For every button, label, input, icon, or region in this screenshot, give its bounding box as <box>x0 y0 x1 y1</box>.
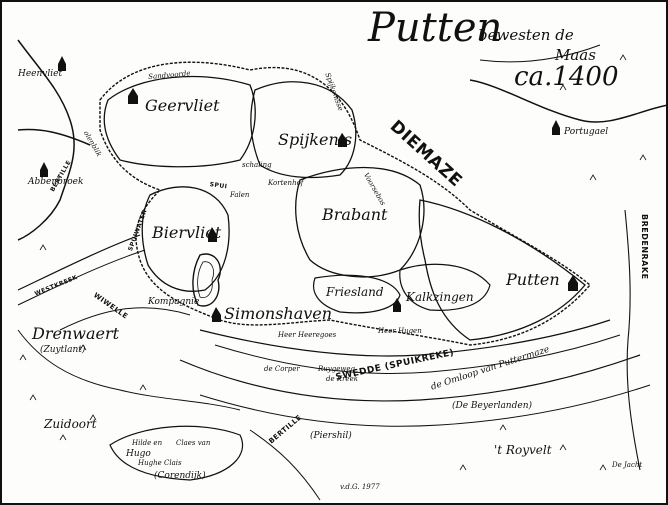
label-signature: v.d.G. 1977 <box>340 483 380 491</box>
label-abbenbroek: Abbenbroek <box>28 177 84 187</box>
church-abbenbroek-icon <box>40 162 48 177</box>
polder-biervliet <box>141 186 230 292</box>
church-spijkenis-icon <box>338 133 347 147</box>
wiwelle-line <box>59 307 191 331</box>
mainland-shore-left <box>17 39 75 241</box>
label-hugo: Hugo <box>126 449 151 459</box>
westkreek-line <box>17 234 141 291</box>
polder-putten-east <box>418 199 586 341</box>
island-hugo <box>109 425 244 481</box>
label-hughe: Hughe Clais <box>138 459 182 467</box>
church-heenvliet-icon <box>58 56 66 71</box>
label-bredenrake: BREDENRAKE <box>640 214 649 280</box>
label-piershil: (Piershil) <box>310 431 352 441</box>
south-shore <box>179 354 641 402</box>
label-zuytlant: (Zuytlant) <box>40 345 86 355</box>
label-simonshaven: Simonshaven <box>224 304 333 323</box>
label-schaling: schaling <box>242 161 272 169</box>
label-jacht: De Jacht <box>612 461 643 469</box>
map-title: Putten <box>368 5 503 51</box>
label-heer-heeregoes: Heer Heeregoes <box>278 331 337 339</box>
label-falen: Falen <box>230 191 250 199</box>
church-simonshaven-icon <box>212 307 221 322</box>
label-portugael: Portugael <box>564 127 609 137</box>
church-biervliet-icon <box>208 227 217 242</box>
map-subtitle-2: Maas <box>555 46 596 64</box>
label-geervliet: Geervliet <box>145 96 220 115</box>
label-brabant: Brabant <box>322 205 388 224</box>
east-coast <box>624 209 641 471</box>
church-putten-icon <box>568 275 578 291</box>
label-heenvliet: Heenvliet <box>18 69 63 79</box>
label-de-kreek: de Kreek <box>326 375 358 383</box>
label-de-corper: de Corper <box>264 365 300 373</box>
label-biervliet: Biervliet <box>152 223 222 242</box>
northeast-shore <box>469 79 668 123</box>
label-putten: Putten <box>506 270 560 289</box>
label-heer-hugen: Heer Hugen <box>378 327 422 335</box>
church-kalkzingen-icon <box>393 298 401 312</box>
label-friesland: Friesland <box>326 285 384 299</box>
map-date: ca.1400 <box>514 62 619 92</box>
putten-outline <box>99 61 591 346</box>
label-kortenhof: Kortenhof <box>268 179 304 187</box>
west-coast-line <box>17 128 91 146</box>
marsh-symbols <box>19 54 647 471</box>
northeast-shore-2 <box>479 44 601 63</box>
label-beyerlanden: (De Beyerlanden) <box>452 401 533 411</box>
church-geervliet-icon <box>128 88 138 104</box>
west-shore <box>17 329 241 411</box>
label-hilde: Hilde en <box>132 439 163 447</box>
label-drenwaert: Drenwaert <box>32 324 120 343</box>
label-corendijk: (Corendijk) <box>154 471 206 481</box>
polder-kalkzingen <box>399 263 491 311</box>
polder-geervliet <box>103 75 256 168</box>
biervliet-lake-inner <box>197 261 214 299</box>
label-ruygeweg: Ruygeweg <box>318 365 355 373</box>
polder-friesland <box>313 274 401 314</box>
label-clasen: Claes van <box>176 439 211 447</box>
church-portugael-icon <box>552 120 560 135</box>
biervliet-lake <box>192 253 221 307</box>
polder-spijkenis <box>250 81 357 179</box>
south-shore-2 <box>199 384 651 427</box>
map-subtitle-1: bewesten de <box>478 26 574 44</box>
label-kompagnie: Kompagnie <box>148 297 200 307</box>
label-royvelt: 't Royvelt <box>494 443 552 457</box>
westkreek-line-2 <box>17 249 146 306</box>
label-spijkenis: Spijkenis <box>278 130 353 149</box>
south-dike-band <box>199 319 611 357</box>
south-dike-band-2 <box>214 334 621 374</box>
label-kalkzingen: Kalkzingen <box>406 290 474 304</box>
label-zuidoort: Zuidoort <box>44 417 97 431</box>
bottom-shore <box>249 429 321 501</box>
